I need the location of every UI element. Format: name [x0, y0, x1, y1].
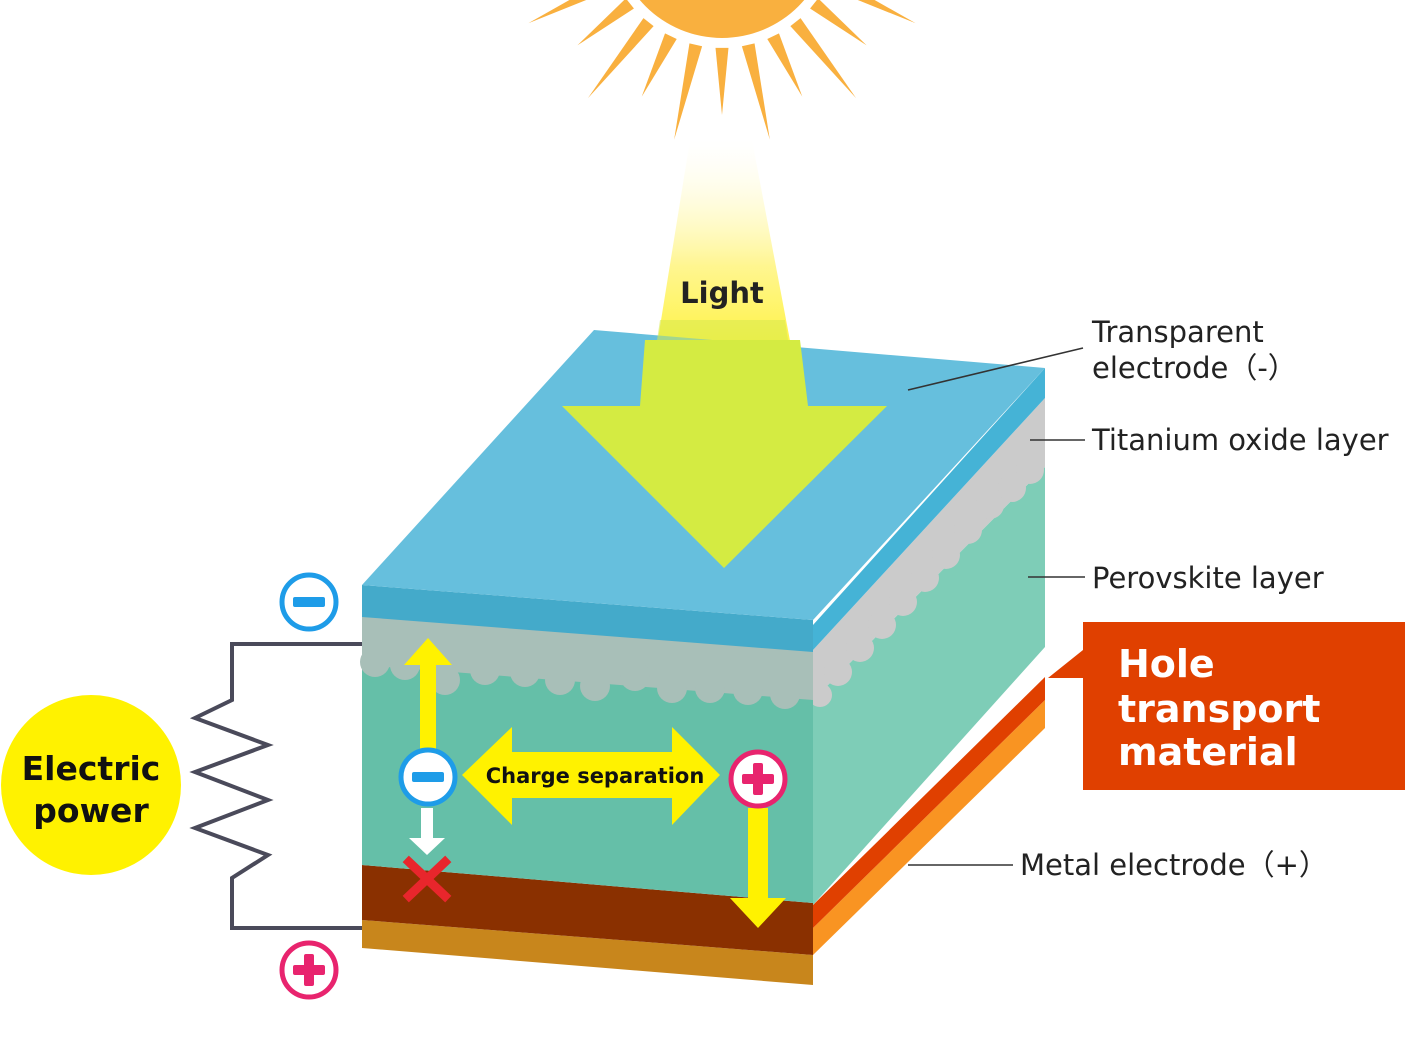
- perovskite-label: Perovskite layer: [1092, 561, 1324, 595]
- positive-terminal-icon: [279, 940, 339, 1000]
- titanium-oxide-label: Titanium oxide layer: [1091, 423, 1389, 457]
- hole-transport-callout: Hole transport material: [1048, 622, 1405, 790]
- negative-terminal-icon: [279, 572, 339, 632]
- circuit-wire: [189, 642, 362, 930]
- leader-lines: [907, 347, 1085, 866]
- sun-ray: [810, 0, 867, 46]
- sun-ray: [741, 43, 770, 140]
- hole-transport-side: [813, 677, 1045, 928]
- sun-ray: [528, 0, 587, 24]
- charge-arrows: Charge separation: [404, 638, 786, 928]
- electric-power-badge: Electric power: [1, 695, 181, 875]
- electric-power-label-2: power: [33, 791, 149, 830]
- perovskite-side: [813, 467, 1045, 905]
- blocked-x-icon: [402, 855, 452, 903]
- solar-cell-block: [360, 330, 1045, 985]
- metal-electrode-label: Metal electrode（+）: [1020, 848, 1328, 882]
- transparent-electrode-label-1: Transparent: [1091, 315, 1264, 349]
- sun-ray: [790, 18, 857, 99]
- metal-front: [362, 920, 813, 985]
- sun-ray: [577, 0, 634, 46]
- hole-transport-label-2: transport: [1118, 687, 1320, 731]
- hole-transport-front: [362, 865, 813, 955]
- transparent-electrode-label-2: electrode（-）: [1092, 351, 1297, 385]
- light-arrow: [562, 340, 887, 568]
- sun-ray: [767, 33, 803, 97]
- sun-ray: [641, 33, 677, 97]
- hole-plus-icon: [728, 749, 788, 809]
- electron-up-arrow: [404, 638, 452, 750]
- charge-separation-label: Charge separation: [486, 764, 705, 788]
- sun-ray: [674, 43, 703, 140]
- hole-transport-label-3: material: [1118, 730, 1298, 774]
- sun-ray: [857, 0, 916, 24]
- sun-ray: [587, 18, 654, 99]
- light-label: Light: [680, 276, 764, 310]
- sun-icon: [528, 0, 916, 140]
- hole-down-arrow: [730, 808, 786, 928]
- electron-minus-icon: [398, 747, 458, 807]
- blocked-down-arrow: [409, 808, 445, 855]
- hole-transport-label-1: Hole: [1118, 642, 1215, 686]
- metal-side: [813, 700, 1045, 955]
- sun-ray: [715, 47, 729, 115]
- transparent-electrode-front: [362, 585, 813, 652]
- electric-power-label-1: Electric: [22, 749, 161, 788]
- charge-separation-arrow: [462, 727, 720, 825]
- transparent-electrode-side: [813, 368, 1045, 650]
